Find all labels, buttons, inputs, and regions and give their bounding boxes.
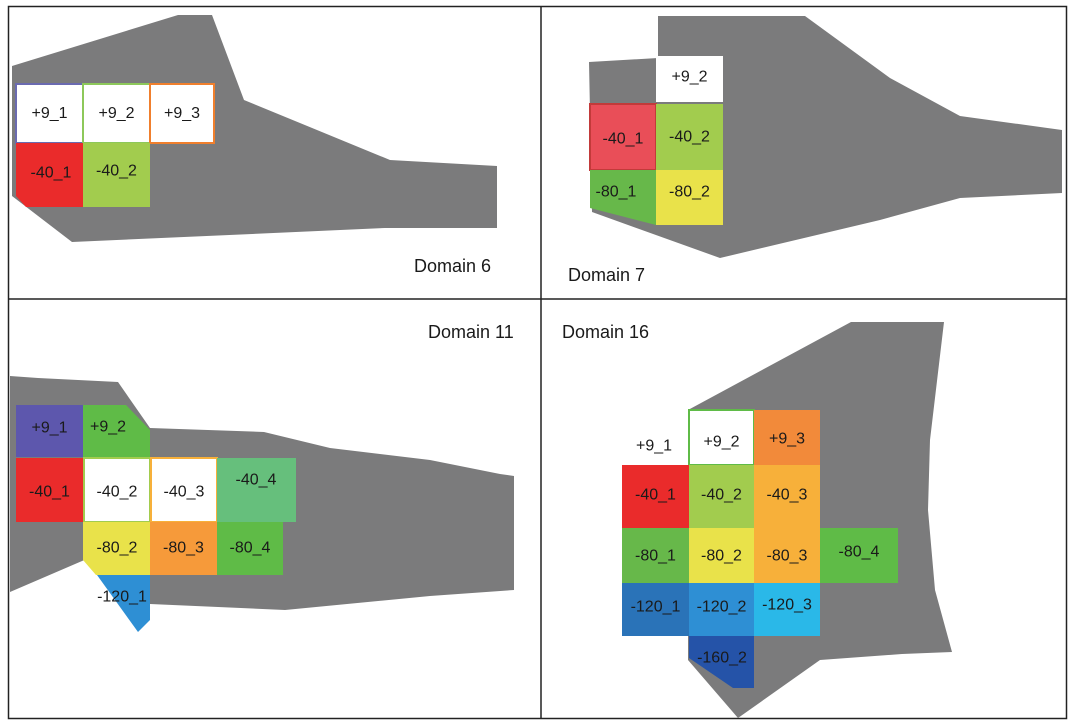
tile-label: -80_4 [839,544,880,561]
tile: -40_3 [754,465,820,528]
tile: -80_3 [754,528,820,583]
domain-7-title: Domain 7 [568,265,645,285]
tile-label: -40_1 [603,131,644,148]
tile-label: -40_1 [635,487,676,504]
tile: -40_2 [83,457,151,523]
tile-label: -80_4 [230,540,271,557]
panel-frame [7,5,1068,720]
tile-label: -80_3 [767,548,808,565]
tile: -40_4 [217,458,296,522]
tile-label: +9_1 [31,105,67,122]
tile: -80_4 [820,528,898,583]
tile-label: -40_3 [164,484,205,501]
tile-label: -120_2 [697,599,747,616]
tile-label: -80_3 [163,540,204,557]
tile-label: +9_2 [703,434,739,451]
tile-label: -80_2 [701,548,742,565]
domain-11-title: Domain 11 [428,322,514,342]
domain-16-title: Domain 16 [562,322,649,342]
tile-label: -120_3 [762,597,812,614]
tile: -80_1 [622,528,689,583]
tile-label: +9_3 [769,431,805,448]
domain-11-tiles: +9_1 +9_2 -40_1 -40_2 -40_3 -40_4 [16,405,296,632]
tile: -40_2 [656,104,723,170]
tile-label: +9_2 [671,69,707,86]
tile: -40_2 [83,143,150,207]
tile: -120_1 [622,583,689,636]
tile: +9_3 [149,83,215,144]
tile: -80_3 [150,522,217,575]
tile-label: -40_2 [701,487,742,504]
tile-label: -120_1 [97,589,147,606]
tile-label: -120_1 [631,599,681,616]
tile: -40_1 [589,103,657,171]
tile-label: +9_3 [164,105,200,122]
tile-label: -80_2 [669,184,710,201]
panel-domain-16: +9_1 +9_2 +9_3 -40_1 -40_2 -40_3 [562,322,952,718]
tile-label: -40_3 [767,487,808,504]
tile: +9_2 [656,56,723,102]
tile-label: -40_2 [669,129,710,146]
tile: +9_1 [622,410,689,465]
tile-label: +9_1 [636,438,672,455]
domain-6-title: Domain 6 [414,256,491,276]
tile: -80_1 [590,170,656,225]
tile: -120_2 [689,583,754,636]
domain-7-tiles: +9_2 -40_1 -40_2 -80_1 -80_2 [589,56,723,225]
tile: -40_1 [16,458,83,522]
panel-domain-7: +9_2 -40_1 -40_2 -80_1 -80_2 Domain 7 [568,16,1062,285]
tile: -80_2 [689,528,754,583]
tile: -80_2 [83,522,150,575]
tile: +9_1 [16,405,83,457]
tile-label: -40_4 [236,472,277,489]
tile: -40_2 [689,465,754,528]
tile-label: -40_2 [96,163,137,180]
panel-domain-11: +9_1 +9_2 -40_1 -40_2 -40_3 -40_4 [10,322,514,632]
tile: -120_3 [754,583,820,636]
tile-label: -40_1 [31,165,72,182]
tile: -80_4 [217,522,283,575]
tile: +9_2 [82,83,151,144]
tile: -40_1 [622,465,689,528]
domain-6-tiles: +9_1 +9_2 +9_3 -40_1 -40_2 [15,83,215,207]
outer-border [7,5,1068,720]
tile: +9_1 [15,83,84,144]
tile-label: +9_2 [98,105,134,122]
tile: +9_2 [83,405,150,458]
tile-label: -40_1 [29,484,70,501]
tile-label: +9_2 [90,419,126,436]
domain-16-tiles: +9_1 +9_2 +9_3 -40_1 -40_2 -40_3 [622,409,898,688]
tile: -120_1 [97,575,150,632]
tile: -40_1 [16,143,83,207]
tile-label: -160_2 [697,650,747,667]
panel-domain-6: +9_1 +9_2 +9_3 -40_1 -40_2 Domain 6 [12,15,497,276]
tile: -40_3 [150,457,218,523]
tile-label: -80_1 [596,184,637,201]
tile-label: -80_1 [635,548,676,565]
tile: +9_3 [754,410,820,465]
tile-label: -80_2 [97,540,138,557]
tile: -80_2 [656,170,723,225]
tile-label: +9_1 [31,420,67,437]
tile: -160_2 [689,636,754,688]
tile: +9_2 [688,409,755,466]
tile-label: -40_2 [97,484,138,501]
